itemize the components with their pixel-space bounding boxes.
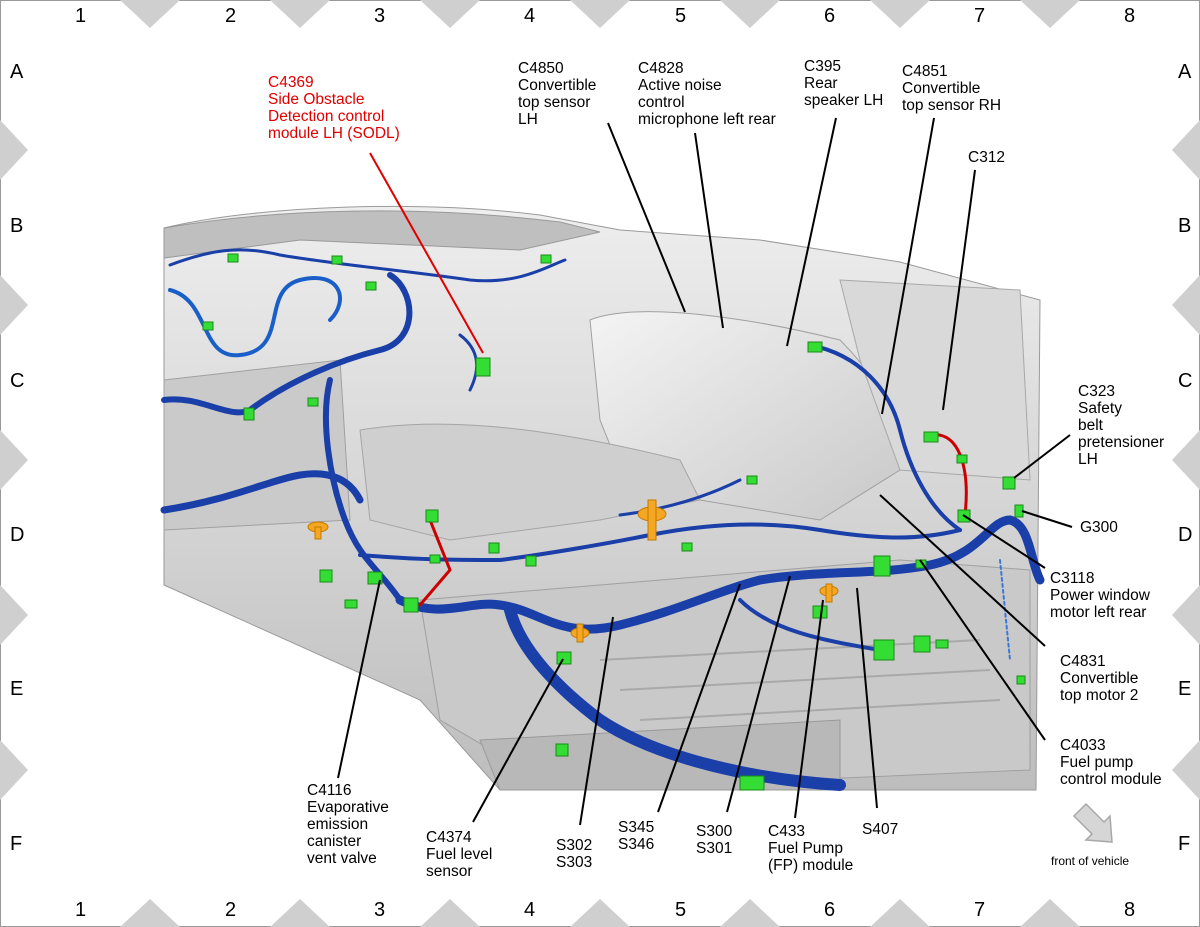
- label-c4116: C4116 Evaporative emission canister vent…: [307, 782, 393, 867]
- label-c433: C433 Fuel Pump (FP) module: [768, 823, 853, 874]
- label-s407: S407: [862, 821, 898, 838]
- grid-col: 3: [374, 5, 385, 27]
- label-c4033: C4033 Fuel pump control module: [1060, 737, 1162, 788]
- label-c4369: C4369 Side Obstacle Detection control mo…: [268, 74, 400, 142]
- label-c4851: C4851 Convertible top sensor RH: [902, 63, 1001, 114]
- label-s302: S302 S303: [556, 837, 597, 871]
- label-c312: C312: [968, 149, 1005, 166]
- label-s345: S345 S346: [618, 819, 659, 853]
- grid-rows-left: A B C D E F: [10, 61, 24, 855]
- grid-row: F: [1178, 833, 1190, 855]
- grid-col: 1: [75, 5, 86, 27]
- grid-col: 4: [524, 5, 535, 27]
- grid-row: A: [1178, 61, 1192, 83]
- grid-col: 3: [374, 899, 385, 921]
- grid-col: 1: [75, 899, 86, 921]
- label-c4831: C4831 Convertible top motor 2: [1060, 653, 1143, 704]
- labels: C4369 Side Obstacle Detection control mo…: [268, 58, 1168, 880]
- label-c3118: C3118 Power window motor left rear: [1050, 570, 1154, 621]
- label-s300: S300 S301: [696, 823, 737, 857]
- arrow-icon: [1072, 802, 1113, 843]
- grid-row: D: [1178, 524, 1192, 546]
- splices: [307, 499, 839, 643]
- grid-col: 7: [974, 899, 985, 921]
- grid-col: 5: [675, 5, 686, 27]
- label-c4828: C4828 Active noise control microphone le…: [638, 60, 776, 128]
- grid-row: F: [10, 833, 22, 855]
- grid-row: E: [1178, 678, 1191, 700]
- grid-col: 2: [225, 5, 236, 27]
- label-c4374: C4374 Fuel level sensor: [426, 829, 497, 880]
- grid-col: 8: [1124, 899, 1135, 921]
- wiring-harness: [160, 248, 1045, 791]
- leader-lines: [337, 117, 1073, 826]
- grid-col: 5: [675, 899, 686, 921]
- label-g300: G300: [1080, 519, 1118, 536]
- grid-columns-top: 1 2 3 4 5 6 7 8: [75, 5, 1135, 27]
- front-of-vehicle-label: front of vehicle: [1051, 854, 1129, 868]
- label-c4850: C4850 Convertible top sensor LH: [518, 60, 601, 128]
- grid-row: B: [10, 215, 23, 237]
- orientation-indicator: front of vehicle: [1051, 802, 1129, 868]
- grid-col: 6: [824, 5, 835, 27]
- label-c395: C395 Rear speaker LH: [804, 58, 883, 109]
- grid-col: 4: [524, 899, 535, 921]
- grid-columns-bottom: 1 2 3 4 5 6 7 8: [75, 899, 1135, 921]
- grid-row: A: [10, 61, 24, 83]
- label-c323: C323 Safety belt pretensioner LH: [1078, 383, 1168, 468]
- grid-rows-right: A B C D E F: [1178, 61, 1192, 855]
- grid-row: B: [1178, 215, 1191, 237]
- grid-row: E: [10, 678, 23, 700]
- grid-col: 8: [1124, 5, 1135, 27]
- grid-col: 7: [974, 5, 985, 27]
- grid-row: D: [10, 524, 24, 546]
- grid-row: C: [10, 370, 24, 392]
- grid-col: 6: [824, 899, 835, 921]
- grid-col: 2: [225, 899, 236, 921]
- connectors: [202, 253, 1026, 791]
- grid-row: C: [1178, 370, 1192, 392]
